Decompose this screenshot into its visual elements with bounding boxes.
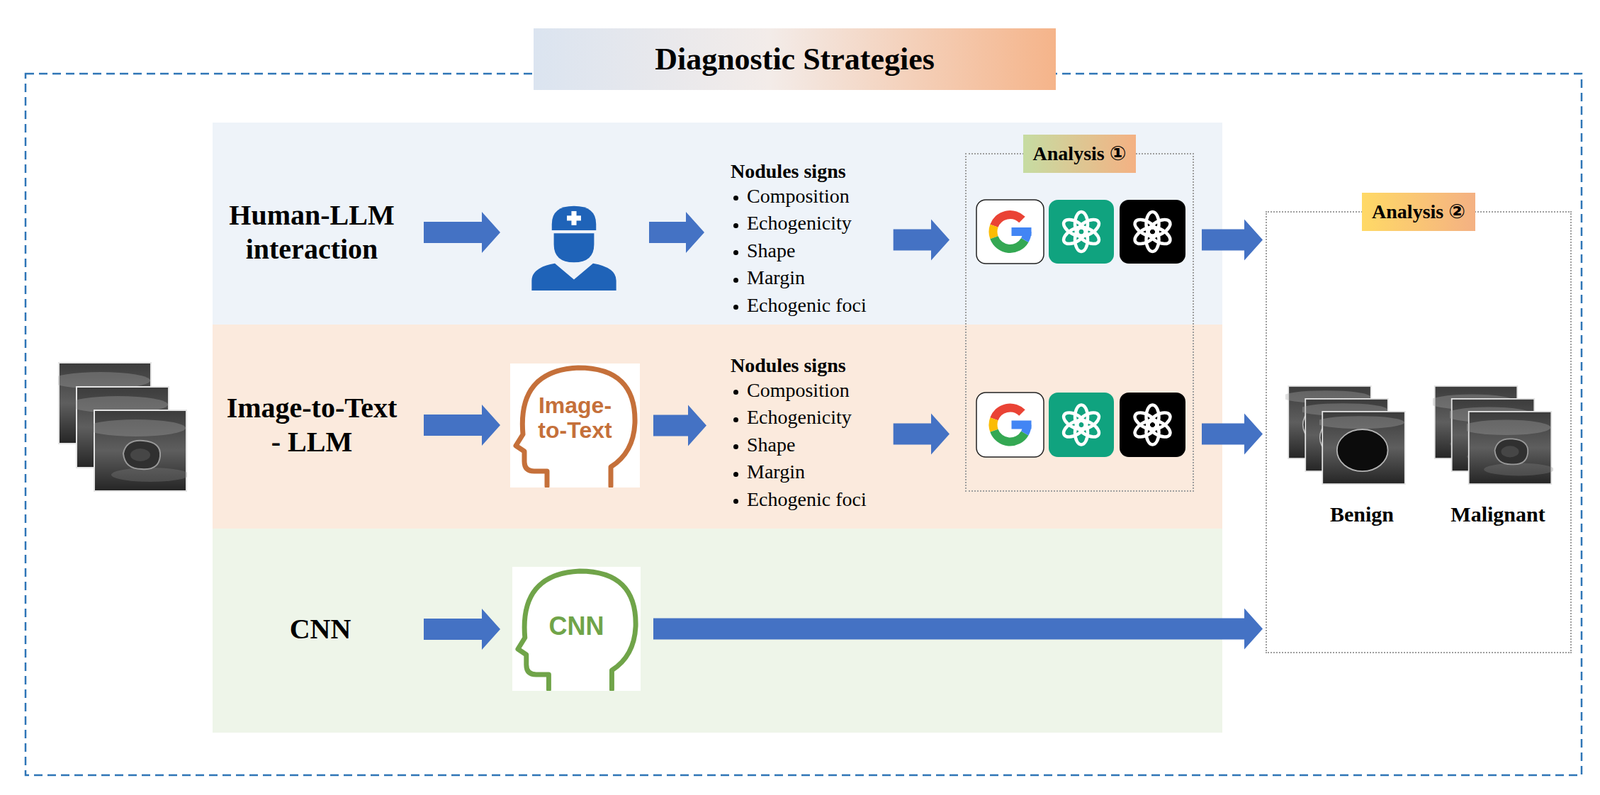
band-label: CNN bbox=[289, 612, 353, 647]
outer-dashed-frame bbox=[25, 73, 1582, 776]
list-item-text: Margin bbox=[746, 266, 805, 289]
band-fill bbox=[212, 528, 1223, 733]
bullet-dot bbox=[733, 223, 739, 229]
head-outline bbox=[517, 571, 636, 690]
list-item: Echogenic foci bbox=[730, 293, 867, 321]
list-item: Margin bbox=[730, 459, 867, 488]
caption-wrap: Malignant bbox=[1450, 501, 1545, 528]
image-caption: Benign bbox=[1330, 501, 1394, 528]
bullet-dot bbox=[733, 195, 739, 201]
list-item: Shape bbox=[730, 238, 867, 267]
bullet-dot bbox=[733, 417, 739, 423]
bullet-dot bbox=[733, 277, 739, 283]
chatgpt-logo bbox=[1132, 211, 1173, 252]
google-logo bbox=[993, 214, 1032, 249]
list-heading: Nodules signs bbox=[730, 353, 867, 379]
list-item-text: Shape bbox=[746, 433, 796, 456]
bullet-dot bbox=[733, 389, 739, 395]
bullet-dot bbox=[733, 250, 739, 256]
analysis-label: Analysis ① bbox=[1023, 134, 1137, 173]
doctor-head bbox=[554, 233, 595, 263]
image-caption: Malignant bbox=[1450, 501, 1545, 528]
list-heading: Nodules signs bbox=[730, 159, 867, 185]
ultrasound-image bbox=[1315, 410, 1406, 485]
signs-list: Nodules signsCompositionEchogenicityShap… bbox=[723, 350, 874, 518]
head-text: CNN bbox=[534, 612, 620, 641]
list-item: Echogenicity bbox=[730, 405, 867, 433]
diagram-title: Diagnostic Strategies bbox=[533, 28, 1056, 90]
signs-list: Nodules signsCompositionEchogenicityShap… bbox=[723, 156, 874, 324]
icon-background bbox=[512, 566, 641, 691]
band-label: Image-to-Text - LLM bbox=[226, 391, 399, 460]
google-icon-tile bbox=[976, 199, 1044, 264]
chatgpt-logo bbox=[1060, 211, 1102, 252]
band-panel: Image-to-Text - LLM Image-to-Text Nodules … bbox=[212, 324, 1223, 529]
analysis-label: Analysis ② bbox=[1361, 192, 1476, 232]
ultrasound-image bbox=[86, 409, 190, 492]
head-icon-box: Image-to-Text bbox=[510, 363, 640, 488]
google-logo bbox=[993, 408, 1032, 443]
bullet-dot bbox=[733, 304, 739, 310]
icon-background bbox=[510, 363, 640, 488]
bullet-dot bbox=[733, 471, 739, 477]
list-item-text: Echogenic foci bbox=[746, 294, 867, 317]
list-item-text: Echogenicity bbox=[746, 406, 852, 428]
list-item-text: Composition bbox=[746, 184, 850, 207]
list-item-text: Echogenic foci bbox=[746, 488, 867, 511]
chatgpt-black-tile bbox=[1119, 392, 1186, 458]
list-item: Margin bbox=[730, 265, 867, 294]
head-icon-box: CNN bbox=[512, 566, 641, 691]
bullet-dot bbox=[733, 498, 739, 504]
bullet-dot bbox=[733, 444, 739, 450]
list-item: Echogenicity bbox=[730, 211, 867, 239]
list-item-text: Margin bbox=[746, 460, 805, 483]
list-item-text: Composition bbox=[746, 379, 850, 402]
band-fill bbox=[212, 324, 1223, 529]
list-item: Composition bbox=[730, 184, 867, 212]
chatgpt-green-tile bbox=[1048, 392, 1114, 458]
caption-wrap: Benign bbox=[1330, 501, 1394, 528]
chatgpt-black-tile bbox=[1119, 199, 1186, 264]
list-item: Shape bbox=[730, 432, 867, 461]
head-outline bbox=[515, 367, 635, 487]
list-item: Echogenic foci bbox=[730, 487, 867, 516]
list-item-text: Echogenicity bbox=[746, 211, 852, 234]
chatgpt-logo bbox=[1132, 405, 1173, 445]
analysis-frame: Analysis ② bbox=[1265, 211, 1572, 654]
chatgpt-green-tile bbox=[1048, 199, 1114, 264]
chatgpt-logo bbox=[1060, 405, 1102, 445]
cap-cross bbox=[566, 215, 582, 221]
google-icon-tile bbox=[976, 392, 1044, 458]
list-item-text: Shape bbox=[746, 239, 796, 262]
ultrasound-image bbox=[1461, 410, 1554, 485]
head-text: Image-to-Text bbox=[532, 393, 618, 443]
list-item: Composition bbox=[730, 378, 867, 407]
band-panel: CNN CNN bbox=[212, 528, 1223, 733]
analysis-frame: Analysis ① bbox=[965, 153, 1194, 492]
band-label: Human-LLM interaction bbox=[228, 198, 396, 267]
